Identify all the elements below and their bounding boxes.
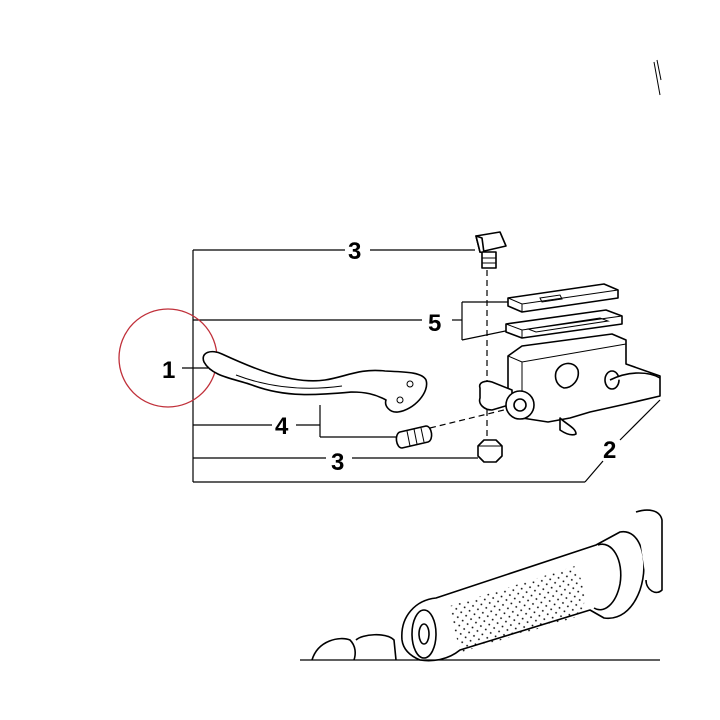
master-cylinder-part [478,333,661,436]
nut-part [477,439,503,463]
handlebar-grip-part [300,509,663,662]
callout-4: 4 [275,413,289,440]
callout-1: 1 [162,357,175,384]
screw-top-part [475,231,507,269]
pin-part [395,425,433,449]
callout-2: 2 [603,437,616,464]
callout-5: 5 [428,310,441,337]
lever-part [202,350,428,413]
edge-fragment [653,59,662,96]
callout-3-top: 3 [348,238,361,265]
callout-3-bottom: 3 [331,449,344,476]
cover-part [505,283,623,339]
leader-lines [182,249,661,483]
